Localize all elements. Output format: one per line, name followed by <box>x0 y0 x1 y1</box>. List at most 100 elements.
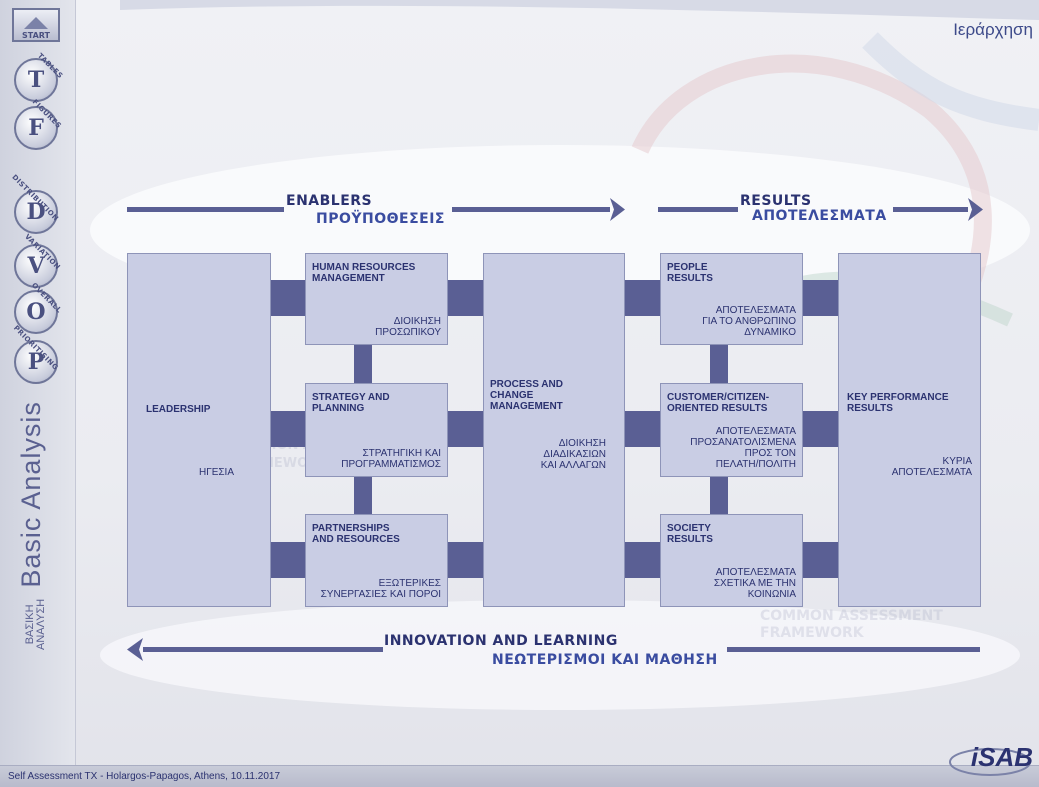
process-change-label: PROCESS AND CHANGE MANAGEMENT <box>490 379 563 412</box>
process-en-line-1: PROCESS AND <box>490 379 563 390</box>
results-heading: RESULTS <box>740 193 812 209</box>
innovation-heading: INNOVATION AND LEARNING <box>384 633 618 649</box>
partners-gr-line-1: ΕΞΩΤΕΡΙΚΕΣ <box>378 578 441 589</box>
results-heading-greek: ΑΠΟΤΕΛΕΣΜΑΤΑ <box>752 208 887 224</box>
partners-en-line-2: AND RESOURCES <box>312 534 400 545</box>
hr-gr-line-1: ΔΙΟΙΚΗΣΗ <box>393 316 441 327</box>
figures-letter: F <box>28 115 44 141</box>
people-en-line-2: RESULTS <box>667 273 713 284</box>
customer-gr-line-2: ΠΡΟΣΑΝΑΤΟΛΙΣΜΕΝΑ <box>690 437 796 448</box>
customer-results-box[interactable]: CUSTOMER/CITIZEN- ORIENTED RESULTS ΑΠΟΤΕ… <box>660 383 803 477</box>
connector <box>802 280 839 316</box>
key-performance-results-label: KEY PERFORMANCE RESULTS <box>847 392 949 414</box>
logo-swoosh-icon <box>949 748 1031 776</box>
key-performance-results-box[interactable]: KEY PERFORMANCE RESULTS ΚΥΡΙΑ ΑΠΟΤΕΛΕΣΜΑ… <box>838 253 981 607</box>
process-change-box[interactable]: PROCESS AND CHANGE MANAGEMENT ΔΙΟΙΚΗΣΗ Δ… <box>483 253 625 607</box>
start-icon <box>24 17 48 29</box>
overall-icon[interactable]: O OVERALL <box>14 281 63 334</box>
society-results-label: SOCIETY RESULTS <box>667 523 713 545</box>
connector <box>354 477 372 515</box>
leadership-box[interactable]: LEADERSHIP ΗΓΕΣΙΑ <box>127 253 271 607</box>
hr-management-label-greek: ΔΙΟΙΚΗΣΗ ΠΡΟΣΩΠΙΚΟΥ <box>375 316 441 338</box>
connector <box>354 345 372 383</box>
people-gr-line-1: ΑΠΟΤΕΛΕΣΜΑΤΑ <box>715 305 796 316</box>
strategy-planning-box[interactable]: STRATEGY AND PLANNING ΣΤΡΑΤΗΓΙΚΗ ΚΑΙ ΠΡΟ… <box>305 383 448 477</box>
people-results-box[interactable]: PEOPLE RESULTS ΑΠΟΤΕΛΕΣΜΑΤΑ ΓΙΑ ΤΟ ΑΝΘΡΩ… <box>660 253 803 345</box>
process-gr-line-2: ΔΙΑΔΙΚΑΣΙΩΝ <box>543 449 606 460</box>
customer-results-label-greek: ΑΠΟΤΕΛΕΣΜΑΤΑ ΠΡΟΣΑΝΑΤΟΛΙΣΜΕΝΑ ΠΡΟΣ ΤΟΝ Π… <box>690 426 796 470</box>
society-en-line-2: RESULTS <box>667 534 713 545</box>
people-results-label-greek: ΑΠΟΤΕΛΕΣΜΑΤΑ ΓΙΑ ΤΟ ΑΝΘΡΩΠΙΝΟ ΔΥΝΑΜΙΚΟ <box>702 305 796 338</box>
connector <box>624 411 661 447</box>
tables-icon[interactable]: T TABLES <box>14 52 64 102</box>
strategy-en-line-1: STRATEGY AND <box>312 392 390 403</box>
people-en-line-1: PEOPLE <box>667 262 708 273</box>
partnerships-resources-box[interactable]: PARTNERSHIPS AND RESOURCES ΕΞΩΤΕΡΙΚΕΣ ΣΥ… <box>305 514 448 607</box>
society-results-box[interactable]: SOCIETY RESULTS ΑΠΟΤΕΛΕΣΜΑΤΑ ΣΧΕΤΙΚΑ ΜΕ … <box>660 514 803 607</box>
people-results-label: PEOPLE RESULTS <box>667 262 713 284</box>
partners-en-line-1: PARTNERSHIPS <box>312 523 390 534</box>
leadership-label: LEADERSHIP <box>146 404 211 415</box>
footer: Self Assessment TX - Holargos-Papagos, A… <box>0 765 1039 787</box>
overall-letter: O <box>26 299 46 325</box>
customer-results-label: CUSTOMER/CITIZEN- ORIENTED RESULTS <box>667 392 769 414</box>
kpr-en-line-2: RESULTS <box>847 403 893 414</box>
society-en-line-1: SOCIETY <box>667 523 711 534</box>
page-title: Ιεράρχηση <box>953 20 1033 39</box>
customer-en-line-1: CUSTOMER/CITIZEN- <box>667 392 770 403</box>
connector <box>270 280 306 316</box>
enablers-heading-greek: ΠΡΟΫΠΟΘΕΣΕΙΣ <box>316 211 445 227</box>
variation-letter: V <box>27 253 45 279</box>
isab-logo: iSAB <box>947 742 1033 778</box>
process-gr-line-3: ΚΑΙ ΑΛΛΑΓΩΝ <box>540 460 606 471</box>
process-en-line-3: MANAGEMENT <box>490 401 563 412</box>
partners-gr-line-2: ΣΥΝΕΡΓΑΣΙΕΣ ΚΑΙ ΠΟΡΟΙ <box>320 589 441 600</box>
connector <box>624 542 661 578</box>
connector <box>447 542 484 578</box>
hr-en-line-1: HUMAN RESOURCES <box>312 262 416 273</box>
connector <box>270 411 306 447</box>
customer-en-line-2: ORIENTED RESULTS <box>667 403 768 414</box>
customer-gr-line-3: ΠΡΟΣ ΤΟΝ <box>744 448 796 459</box>
process-change-label-greek: ΔΙΟΙΚΗΣΗ ΔΙΑΔΙΚΑΣΙΩΝ ΚΑΙ ΑΛΛΑΓΩΝ <box>541 438 606 471</box>
connector <box>447 280 484 316</box>
strategy-en-line-2: PLANNING <box>312 403 365 414</box>
connector <box>802 411 839 447</box>
start-button[interactable]: START <box>12 8 60 42</box>
connector <box>447 411 484 447</box>
figures-icon[interactable]: F FIGURES <box>14 98 63 150</box>
leadership-label-greek: ΗΓΕΣΙΑ <box>198 467 234 478</box>
process-gr-line-1: ΔΙΟΙΚΗΣΗ <box>558 438 606 449</box>
customer-gr-line-4: ΠΕΛΑΤΗ/ΠΟΛΙΤΗ <box>715 459 796 470</box>
hr-en-line-2: MANAGEMENT <box>312 273 385 284</box>
hr-management-label: HUMAN RESOURCES MANAGEMENT <box>312 262 415 284</box>
start-label: START <box>21 31 51 40</box>
connector <box>270 542 306 578</box>
strategy-gr-line-1: ΣΤΡΑΤΗΓΙΚΗ ΚΑΙ <box>362 448 441 459</box>
hr-management-box[interactable]: HUMAN RESOURCES MANAGEMENT ΔΙΟΙΚΗΣΗ ΠΡΟΣ… <box>305 253 448 345</box>
strategy-gr-line-2: ΠΡΟΓΡΑΜΜΑΤΙΣΜΟΣ <box>341 459 441 470</box>
connector <box>710 477 728 515</box>
innovation-arrow <box>127 638 980 661</box>
people-gr-line-2: ΓΙΑ ΤΟ ΑΝΘΡΩΠΙΝΟ <box>702 316 796 327</box>
society-results-label-greek: ΑΠΟΤΕΛΕΣΜΑΤΑ ΣΧΕΤΙΚΑ ΜΕ ΤΗΝ ΚΟΙΝΩΝΙΑ <box>714 567 796 600</box>
tables-letter: T <box>27 67 45 93</box>
logo-text: iSAB <box>970 742 1033 772</box>
key-performance-results-label-greek: ΚΥΡΙΑ ΑΠΟΤΕΛΕΣΜΑΤΑ <box>892 456 972 478</box>
partnerships-resources-label-greek: ΕΞΩΤΕΡΙΚΕΣ ΣΥΝΕΡΓΑΣΙΕΣ ΚΑΙ ΠΟΡΟΙ <box>321 578 441 600</box>
sidebar: START T TABLES F FIGURES D DISTRIBUTION … <box>0 0 76 765</box>
strategy-planning-label: STRATEGY AND PLANNING <box>312 392 390 414</box>
prioritising-icon[interactable]: P PRIORITISING <box>12 324 60 384</box>
variation-icon[interactable]: V VARIATION <box>14 233 62 288</box>
distribution-icon[interactable]: D DISTRIBUTION <box>10 173 60 234</box>
society-gr-line-1: ΑΠΟΤΕΛΕΣΜΑΤΑ <box>715 567 796 578</box>
kpr-gr-line-2: ΑΠΟΤΕΛΕΣΜΑΤΑ <box>891 467 972 478</box>
connector <box>802 542 839 578</box>
society-gr-line-3: ΚΟΙΝΩΝΙΑ <box>747 589 796 600</box>
society-gr-line-2: ΣΧΕΤΙΚΑ ΜΕ ΤΗΝ <box>713 578 796 589</box>
kpr-gr-line-1: ΚΥΡΙΑ <box>942 456 972 467</box>
process-en-line-2: CHANGE <box>490 390 534 401</box>
enablers-heading: ENABLERS <box>286 193 373 209</box>
